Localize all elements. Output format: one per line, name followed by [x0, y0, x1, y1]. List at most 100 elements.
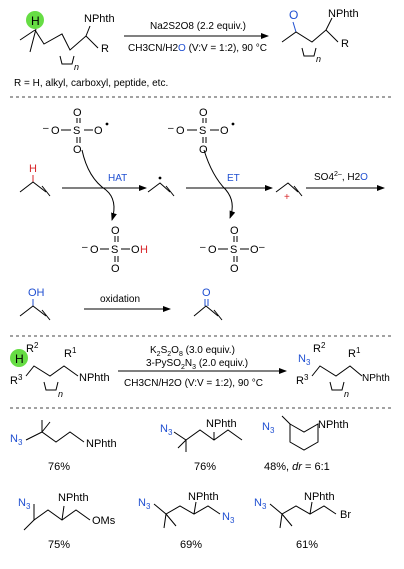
azidation-r3: R3	[10, 373, 23, 387]
section-1-oxidation: H NPhth R n Na2S2O8 (2.2 equiv.) CH3CN/H…	[14, 8, 359, 89]
sulfate-right-minus: –	[168, 123, 174, 134]
product-r: R	[341, 38, 349, 50]
bisulfate-o-right: O	[131, 244, 140, 256]
reagent-1-top: Na2S2O8 (2.2 equiv.)	[150, 21, 246, 32]
scope-4-oms: OMs	[92, 515, 116, 527]
carbocation-plus: +	[284, 192, 290, 203]
product-1: O NPhth R n	[281, 8, 359, 64]
sulfate-right-o-top: O	[199, 107, 208, 119]
azidation-product-nphth: NPhth	[362, 373, 390, 384]
scope-product-5: N3 NPhth N3 69%	[138, 491, 235, 551]
bisulfate-byproduct: O – O S O H O	[82, 225, 148, 275]
substrate-nphth: NPhth	[84, 13, 115, 25]
reagent-1-bottom: CH3CN/H2O (V:V = 1:2), 90 °C	[128, 43, 267, 54]
alcohol: OH	[19, 287, 51, 321]
oxidation-label: oxidation	[100, 294, 140, 305]
substrate-1: H NPhth R n	[19, 11, 115, 72]
sulfate-left-o-bottom: O	[73, 144, 82, 156]
sulfate-bottom-s: S	[230, 244, 237, 256]
sulfate-left-o-right: O	[94, 125, 103, 137]
scope-product-4: N3 NPhth OMs 75%	[18, 492, 116, 551]
radical-dot-right	[231, 122, 235, 126]
sulfate-right-o-bottom: O	[199, 144, 208, 156]
carbon-radical	[147, 176, 175, 197]
sulfate-bottom-minus: –	[200, 242, 206, 253]
product-o: O	[289, 8, 298, 22]
substrate-h: H	[31, 14, 40, 28]
sulfate-byproduct: O – O S O – O	[200, 225, 265, 275]
radical-dot-left	[105, 122, 109, 126]
azidation-r2: R2	[26, 341, 39, 355]
scope-5-yield: 69%	[180, 539, 202, 551]
alcohol-oh: OH	[28, 287, 45, 299]
scope-6-yield: 61%	[296, 539, 318, 551]
sulfate-bottom-o-left: O	[208, 244, 217, 256]
section-4-scope: N3 NPhth 76% N3 NPhth 76% N3 NPhth 48%, …	[10, 415, 351, 551]
substrate-n: n	[74, 62, 79, 72]
bisulfate-o-left: O	[90, 244, 99, 256]
azidation-product-n3: N3	[298, 353, 311, 367]
ch-substrate: H	[19, 163, 51, 197]
sulfate-radical-right: O – O S O O	[168, 107, 235, 156]
bisulfate-h: H	[140, 244, 148, 256]
scope-2-nphth: NPhth	[206, 418, 237, 430]
sulfate-radical-left: O – O S O O	[43, 107, 109, 156]
scope-2-yield: 76%	[194, 461, 216, 473]
azidation-product-r3: R3	[296, 373, 309, 387]
ketone: O	[193, 287, 223, 321]
scope-6-nphth: NPhth	[304, 491, 335, 503]
product-n: n	[316, 54, 321, 64]
azidation-h: H	[15, 352, 24, 366]
azidation-product-r2: R2	[313, 341, 326, 355]
azidation-product-n: n	[344, 389, 349, 399]
sulfate-right-o-left: O	[176, 125, 185, 137]
azidation-product: N3 R2 R3 R1 NPhth n	[296, 341, 390, 399]
scope-4-n3: N3	[18, 497, 31, 511]
scope-1-nphth: NPhth	[86, 438, 117, 450]
scope-product-3: N3 NPhth 48%, dr = 6:1	[262, 415, 349, 473]
scope-product-1: N3 NPhth 76%	[10, 420, 117, 473]
scope-5-nphth: NPhth	[188, 491, 219, 503]
section-2-mechanism: O – O S O O O – O S O O H HA	[19, 107, 385, 321]
carbon-radical-dot	[158, 176, 162, 180]
scope-5-n3: N3	[138, 497, 151, 511]
ketone-o: O	[202, 287, 211, 299]
carbocation: +	[275, 182, 303, 203]
ch-h: H	[29, 163, 37, 175]
azidation-highlight-circle	[10, 349, 28, 367]
azidation-nphth: NPhth	[79, 372, 110, 384]
scope-4-yield: 75%	[48, 539, 70, 551]
azidation-product-r1: R1	[348, 346, 361, 360]
bisulfate-o-top: O	[111, 225, 120, 237]
azidation-substrate: H R2 R3 R1 NPhth n	[10, 341, 110, 399]
scope-6-n3: N3	[254, 497, 267, 511]
scope-note: R = H, alkyl, carboxyl, peptide, etc.	[14, 78, 168, 89]
azidation-reagent-2: 3-PySO2N3 (2.0 equiv.)	[146, 358, 248, 371]
sulfate-left-o-left: O	[51, 125, 60, 137]
substrate-r: R	[101, 43, 109, 55]
bisulfate-minus: –	[82, 242, 88, 253]
scope-2-n3: N3	[160, 423, 173, 437]
scope-5-n3-end: N3	[222, 511, 235, 525]
scope-product-2: N3 NPhth 76%	[160, 418, 243, 473]
sulfate-bottom-o-bottom: O	[230, 263, 239, 275]
scope-1-yield: 76%	[48, 461, 70, 473]
product-nphth: NPhth	[328, 8, 359, 20]
scope-4-nphth: NPhth	[58, 492, 89, 504]
highlight-h-circle	[26, 11, 44, 29]
scope-product-6: N3 NPhth Br 61%	[254, 491, 351, 551]
sulfate-left-s: S	[73, 125, 80, 137]
scope-1-n3: N3	[10, 433, 23, 447]
sulfate-right-o-right: O	[220, 125, 229, 137]
scope-3-nphth: NPhth	[318, 419, 349, 431]
bisulfate-o-bottom: O	[111, 263, 120, 275]
sulfate-left-o-top: O	[73, 107, 82, 119]
azidation-reagent-1: K2S2O8 (3.0 equiv.)	[150, 345, 235, 358]
azidation-r1: R1	[64, 346, 77, 360]
hat-label: HAT	[108, 173, 127, 184]
scope-3-n3: N3	[262, 421, 275, 435]
scope-3-yield: 48%, dr = 6:1	[264, 461, 330, 473]
bisulfate-s: S	[111, 244, 118, 256]
et-label: ET	[227, 173, 240, 184]
